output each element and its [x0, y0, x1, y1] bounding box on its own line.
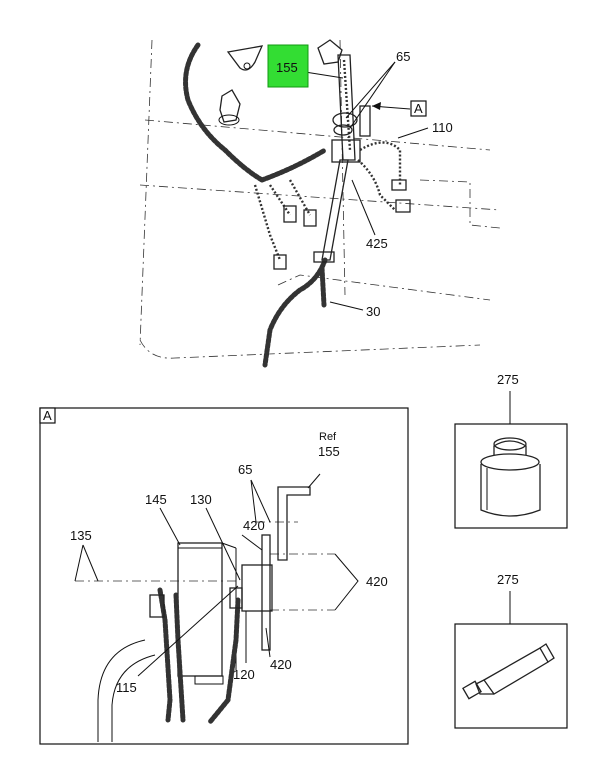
leader-110	[397, 127, 429, 139]
leader-65-b	[349, 61, 396, 129]
callout-420-lower[interactable]: 420	[270, 657, 292, 672]
harness-30	[319, 265, 327, 308]
leader-420-c	[265, 627, 271, 658]
tube-crimp	[539, 643, 555, 663]
callout-65[interactable]: 65	[396, 49, 410, 64]
tube-neck	[475, 679, 494, 695]
harness-branch-down	[253, 184, 282, 261]
can-cap-top	[493, 437, 527, 451]
leader-65-detail-a	[250, 479, 257, 523]
clip-30	[313, 251, 335, 263]
tube-frame	[454, 623, 568, 729]
callout-110[interactable]: 110	[432, 120, 453, 135]
detail-a-label: A	[43, 408, 52, 423]
leader-ref-155	[307, 473, 321, 489]
can-frame	[454, 423, 568, 529]
stud-ref-155	[277, 486, 311, 561]
panel-edge-right	[419, 179, 501, 229]
can-body	[480, 464, 541, 517]
panel-edge-center	[339, 39, 346, 296]
leader-145	[159, 507, 181, 546]
callout-155-highlight[interactable]	[267, 44, 309, 88]
connector-1	[283, 205, 297, 223]
bulkhead-edge-top	[221, 542, 237, 549]
detail-cable-loop-2	[111, 654, 156, 742]
sealant-can-panel	[454, 391, 568, 529]
harness-conduit-upper	[183, 42, 265, 183]
leader-420-a	[241, 534, 263, 551]
can-top	[480, 453, 540, 471]
detail-a-frame	[39, 407, 409, 745]
callout-65-detail[interactable]: 65	[238, 462, 252, 477]
panel-edge-bottom	[139, 339, 481, 359]
panel-edge-left	[139, 39, 153, 346]
wire-110	[359, 141, 402, 185]
harness-branch-3	[288, 179, 312, 216]
leader-425	[351, 179, 376, 236]
panel-edge-lower	[277, 274, 491, 301]
view-a-label: A	[414, 101, 423, 116]
callout-130[interactable]: 130	[190, 492, 212, 507]
washer-65-a	[332, 112, 358, 128]
callout-30[interactable]: 30	[366, 304, 380, 319]
panel-edge-middle	[139, 184, 501, 211]
callout-420-upper[interactable]: 420	[243, 518, 265, 533]
callout-420-right[interactable]: 420	[366, 574, 388, 589]
callout-120[interactable]: 120	[233, 667, 255, 682]
harness-conduit-cross	[259, 147, 328, 183]
callout-275-can[interactable]: 275	[497, 372, 519, 387]
view-a-arrowhead	[372, 102, 381, 110]
bracket-left	[226, 45, 264, 71]
leader-135-a	[74, 544, 84, 582]
connector-110	[391, 179, 407, 191]
mounting-stud	[337, 54, 356, 161]
wire-right-2	[357, 159, 396, 211]
leader-115	[137, 585, 239, 677]
leader-155	[304, 71, 344, 79]
callout-115[interactable]: 115	[116, 680, 137, 695]
detail-connector-left	[149, 594, 165, 618]
callout-275-tube[interactable]: 275	[497, 572, 519, 587]
grommet-left	[219, 89, 241, 123]
leader-65-a	[345, 61, 396, 119]
detail-base	[194, 675, 224, 685]
harness-conduit-lower	[262, 257, 328, 368]
main-assembly-drawing	[139, 39, 501, 368]
detail-a-tag	[39, 407, 56, 424]
washer-65-b	[333, 124, 353, 136]
detail-harness-1	[157, 587, 173, 723]
connector-right	[395, 199, 411, 213]
bracket-right	[317, 39, 343, 65]
view-a-flag	[410, 100, 427, 117]
vertical-tube	[321, 159, 349, 261]
callout-425[interactable]: 425	[366, 236, 388, 251]
callout-145[interactable]: 145	[145, 492, 167, 507]
leader-65-detail-b	[250, 479, 271, 523]
grommet-base	[218, 114, 240, 126]
harness-branch-2	[269, 184, 291, 216]
callout-135[interactable]: 135	[70, 528, 92, 543]
detail-cable-loop	[97, 639, 146, 742]
callout-155-detail[interactable]: 155	[318, 444, 340, 459]
connector-2	[303, 209, 317, 227]
clamp-block	[331, 139, 361, 163]
sealant-tube-panel	[454, 591, 568, 729]
stud-thread	[342, 59, 352, 151]
detail-a-panel	[39, 407, 409, 745]
tube-cap	[462, 680, 482, 700]
leader-130	[205, 507, 241, 581]
callout-155[interactable]: 155	[276, 60, 298, 75]
bracket-hole	[243, 62, 251, 70]
leader-420-b	[334, 553, 359, 611]
leader-135-b	[82, 544, 99, 582]
leader-30	[329, 301, 364, 311]
connector-3	[273, 254, 287, 270]
detail-harness-3	[207, 597, 241, 725]
callout-ref: Ref	[319, 431, 337, 443]
plate-120	[261, 534, 271, 651]
